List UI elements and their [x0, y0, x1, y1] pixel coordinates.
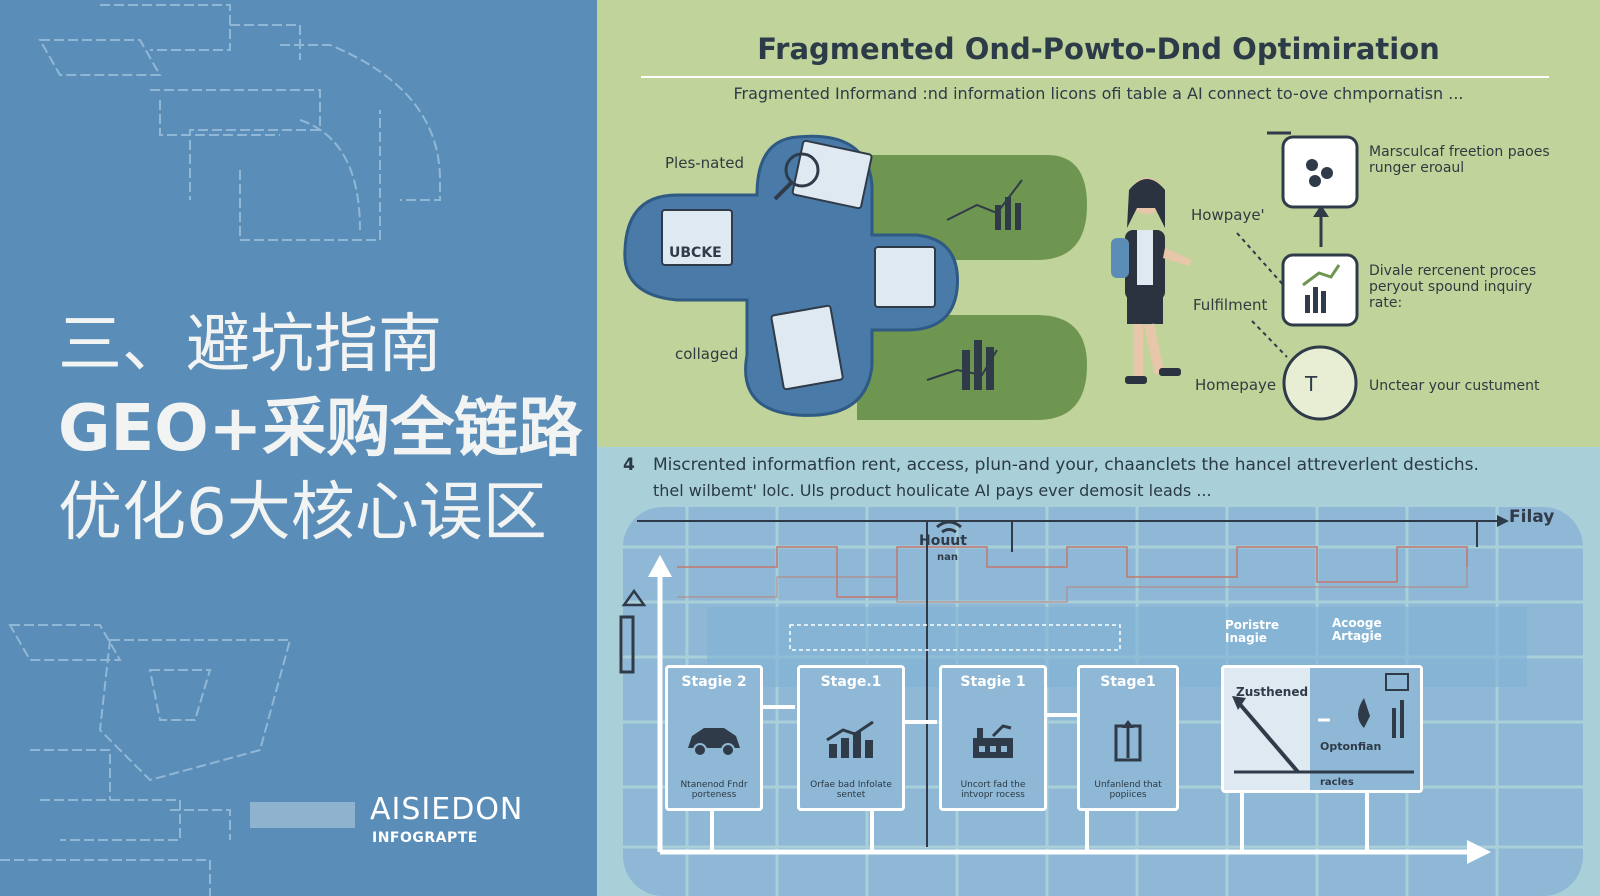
description-band: 4 Miscrented informatfion rent, access, …	[597, 447, 1600, 507]
stage-caption: Orfae bad Infolate sentet	[810, 780, 892, 800]
car-icon	[688, 728, 740, 757]
homepaye-label: Homepaye	[1195, 376, 1277, 394]
top-label-1: Poristre Inagie	[1225, 618, 1280, 645]
collaged-label: collaged	[675, 345, 739, 363]
hub-label: Houut	[919, 533, 967, 549]
headline-line-1: 三、避坑指南	[58, 308, 442, 382]
top-label-2: Acooge Artagie	[1332, 616, 1382, 643]
band-line-1: Miscrented informatfion rent, access, pl…	[653, 455, 1479, 475]
brand-accent-bar	[250, 802, 355, 828]
note-2: Divale rercenent proces peryout spound i…	[1369, 263, 1537, 311]
circuit-decoration-bottom	[0, 624, 292, 896]
optimization-graphic	[1232, 668, 1420, 790]
panel-label-a: Zusthened	[1236, 685, 1309, 699]
svg-text:T: T	[1304, 372, 1318, 396]
note-3: Unctear your custument	[1369, 378, 1540, 394]
infographic-subtitle: Fragmented Informand :nd information lic…	[733, 84, 1464, 103]
person-illustration	[1111, 178, 1192, 384]
fulfilment-label: Fulfilment	[1193, 296, 1268, 314]
growth-chart-icon	[826, 720, 874, 758]
stage-caption: Ntanenod Fndr porteness	[680, 780, 748, 800]
factory-icon	[973, 724, 1013, 758]
flow-diagram-panel: Houut nan Filay Poristre Inagie Acooge A…	[597, 507, 1600, 896]
stage-card-3: Stagie 1 Uncort fad the intvopr rocess	[939, 665, 1047, 811]
band-line-2: thel wilbemt' lolc. Uls product houlicat…	[653, 481, 1212, 500]
step-number: 4	[623, 455, 635, 475]
panel-label-b: Optonfian	[1320, 740, 1382, 753]
headline-line-2: GEO+采购全链路	[58, 392, 583, 466]
stage-card-2: Stage.1 Orfae bad Infolate sentet	[797, 665, 905, 811]
circuit-decoration-top	[38, 4, 441, 241]
flow-icons-column: T	[1236, 131, 1359, 421]
stage-title: Stage1	[1100, 674, 1156, 690]
howpaye-label: Howpaye'	[1191, 206, 1265, 224]
stage-title: Stagie 2	[681, 674, 747, 690]
headline-line-3: 优化6大核心误区	[58, 476, 547, 550]
panel-label-c: racles	[1320, 777, 1354, 788]
left-title-panel: 三、避坑指南 GEO+采购全链路 优化6大核心误区 AISIEDON INFOG…	[0, 0, 597, 896]
brand-logo: AISIEDON	[370, 792, 524, 827]
ubcke-label: UBCKE	[669, 245, 722, 261]
title-divider	[641, 76, 1549, 78]
note-1: Marsculcaf freetion paoes runger eroaul	[1369, 144, 1550, 176]
stage-caption: Unfanlend that popiices	[1094, 780, 1162, 800]
hub-sub-label: nan	[937, 552, 958, 563]
brand-tagline: INFOGRAPTE	[372, 830, 478, 846]
stage-caption: Uncort fad the intvopr rocess	[960, 780, 1026, 800]
infographic-title: Fragmented Ond-Powto-Dnd Optimiration	[757, 32, 1440, 66]
fragmented-info-illustration: UBCKE	[623, 134, 1087, 420]
pies-nated-label: Ples-nated	[665, 154, 744, 172]
stage-card-1: Stagie 2 Ntanenod Fndr porteness	[665, 665, 763, 811]
optimization-panel: Zusthened Optonfian racles	[1221, 665, 1423, 793]
stage-title: Stagie 1	[960, 674, 1026, 690]
stage-card-4: Stage1 Unfanlend that popiices	[1077, 665, 1179, 811]
end-label: Filay	[1509, 507, 1555, 527]
document-arrows-icon	[1114, 720, 1142, 762]
stage-title: Stage.1	[820, 674, 882, 690]
infographic-top-panel: Fragmented Ond-Powto-Dnd Optimiration Fr…	[597, 0, 1600, 447]
headline: 三、避坑指南 GEO+采购全链路 优化6大核心误区	[58, 303, 597, 555]
